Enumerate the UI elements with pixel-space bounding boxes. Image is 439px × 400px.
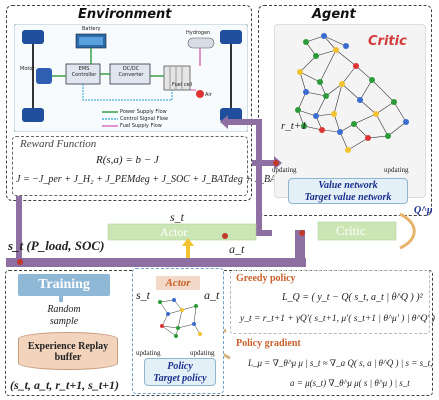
fuel-cell-icon: [163, 65, 191, 91]
reward-eq2: J = −J_per + J_H₂ + J_PEMdeg + J_SOC + J…: [16, 174, 299, 185]
training-header: Training: [18, 274, 110, 296]
dcdc-label: DC/DC Converter: [118, 66, 144, 78]
critic-bar-label: Critic: [336, 223, 366, 238]
actor-box-action: a_t: [204, 288, 220, 302]
gradient-eq2: a = μ(s_t) ∇_θ^μ μ( s | θ^μ ) | s_t: [290, 378, 410, 388]
agent-updating-right: updating: [384, 166, 409, 174]
air-icon: [196, 90, 204, 98]
hydrogen-label: Hydrogen: [186, 30, 211, 36]
greedy-eq1: L_Q = ( y_t − Q( s_t, a_t | θ^Q ) )²: [282, 292, 423, 303]
actor-box-state: s_t: [136, 288, 151, 302]
random-sample-label: Random sample: [47, 304, 81, 327]
air-label: Air: [205, 92, 212, 98]
legend-fuel: Fuel Supply Flow: [120, 123, 162, 129]
ems-label: EMS Controller: [71, 66, 97, 78]
transition-tuple: (s_t, a_t, r_t+1, s_t+1): [10, 378, 120, 392]
network-node-icon: [295, 33, 409, 153]
agent-reward-label: r_t+1: [281, 120, 307, 132]
agent-updating-left: updating: [272, 166, 297, 174]
value-network-box: Value network Target value network: [288, 178, 408, 204]
powertrain-diagram: [14, 24, 248, 132]
training-title: Training: [38, 277, 90, 292]
target-policy-label: Target policy: [153, 373, 207, 384]
actor-box-label: Actor: [156, 276, 200, 290]
state-main-label: s_t (P_load, SOC): [8, 238, 105, 253]
state-top-label: s_t: [170, 210, 185, 224]
greedy-title: Greedy policy: [236, 273, 296, 284]
network-node-icon: [158, 298, 202, 338]
agent-title: Agent: [312, 7, 356, 22]
gradient-eq1: L_μ = ∇_θ^μ μ | s_t ≈ ∇_a Q( s, a | θ^Q …: [248, 358, 433, 368]
environment-panel: [6, 5, 252, 201]
reward-title: Reward Function: [20, 138, 97, 150]
reward-eq1: R(s,a) = b − J: [96, 154, 159, 166]
replay-buffer-cylinder: Experience Replay buffer: [18, 332, 118, 370]
replay-buffer-label: Experience Replay buffer: [27, 341, 109, 363]
legend-control: Control Signal Flow: [120, 116, 169, 122]
action-top-label: a_t: [229, 242, 245, 256]
actor-updating-left: updating: [136, 349, 161, 357]
actor-network-graph: [158, 298, 202, 338]
policy-box: Policy Target policy: [144, 358, 216, 386]
value-network-label: Value network: [318, 180, 378, 191]
policy-label: Policy: [167, 361, 193, 372]
q-mu-label: Q^μ: [414, 205, 433, 216]
greedy-policy-box: [230, 270, 430, 334]
environment-title: Environment: [78, 7, 172, 22]
critic-label: Critic: [368, 34, 407, 49]
actor-updating-right: updating: [190, 349, 215, 357]
fuel-cell-label: Fuel cell: [172, 82, 193, 88]
wheel-icon: [22, 30, 242, 122]
actor-bar-label: Actor: [160, 225, 188, 239]
motor-label: Motor: [20, 66, 35, 72]
gradient-title: Policy gradient: [236, 338, 301, 349]
greedy-eq2: y_t = r_t+1 + γQ′( s_t+1, μ′( s_t+1 | θ^…: [240, 314, 435, 324]
agent-panel: [258, 5, 432, 216]
hydrogen-tank-icon: [187, 37, 215, 49]
target-value-network-label: Target value network: [304, 192, 392, 203]
critic-network-graph: [295, 33, 409, 153]
battery-label: Battery: [82, 26, 101, 32]
legend-power: Power Supply Flow: [120, 109, 167, 115]
motor-icon: [36, 68, 52, 84]
reward-function-box: [12, 136, 248, 196]
